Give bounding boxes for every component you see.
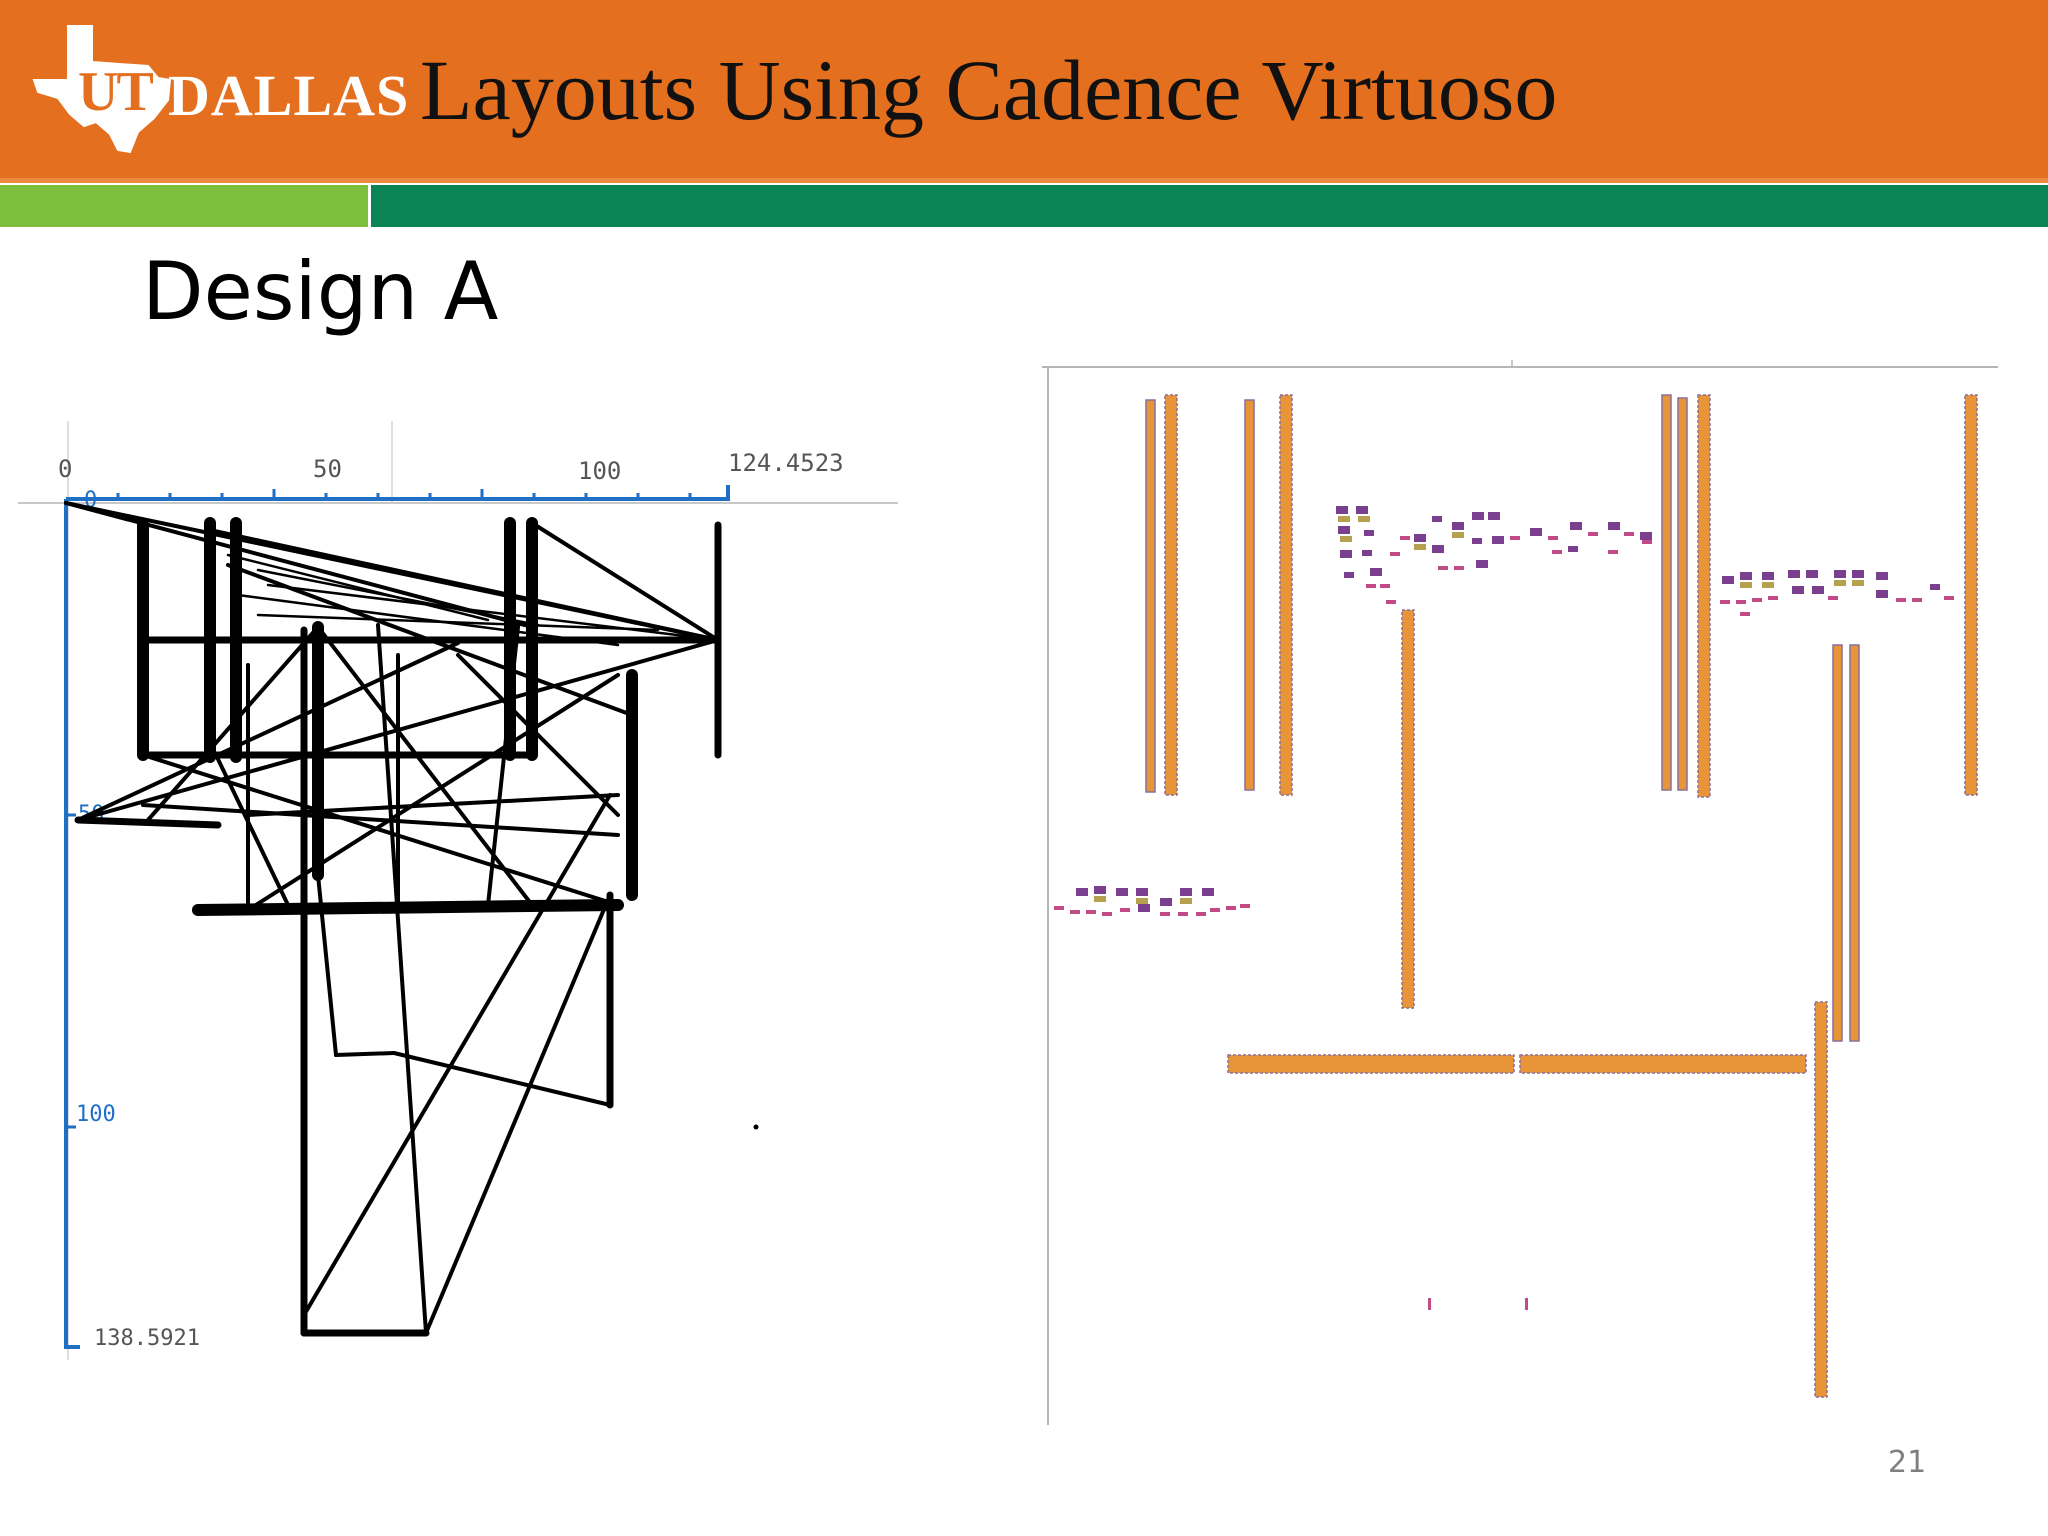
cell-cluster-left (1054, 886, 1250, 916)
routed-wires (64, 501, 722, 1337)
page-number: 21 (1888, 1445, 1927, 1480)
x-tick-label-0: 0 (58, 455, 72, 483)
slide-title: Layouts Using Cadence Virtuoso (420, 42, 1558, 138)
cell-cluster-top-middle (1336, 506, 1652, 604)
virtuoso-layout-view (1042, 360, 1998, 1425)
logo-text-ut: UT (78, 61, 154, 123)
y-tick-label-100: 100 (76, 1102, 116, 1127)
accent-band-dark (371, 185, 2048, 227)
logo-text-dallas: DALLAS (168, 63, 410, 128)
plot-minor-ticks (66, 489, 692, 1129)
ut-dallas-logo: UT DALLAS (30, 22, 408, 157)
stray-markers (1428, 1298, 1528, 1310)
slide-subtitle: Design A (142, 245, 499, 338)
x-tick-label-50: 50 (313, 455, 342, 483)
header-divider (0, 178, 2048, 183)
cell-cluster-top-right (1720, 570, 1954, 616)
routing-plot: 0 50 100 124.4523 0 50 100 138.5921 (18, 421, 898, 1360)
stray-point (753, 1124, 759, 1130)
x-tick-label-100: 100 (578, 457, 621, 485)
x-tick-label-max: 124.4523 (728, 449, 844, 477)
slide-header: UT DALLAS Layouts Using Cadence Virtuoso (0, 0, 2048, 183)
texas-star-logo-icon (32, 25, 172, 154)
accent-band-light (0, 185, 368, 227)
y-tick-label-max: 138.5921 (94, 1326, 200, 1351)
metal-traces-horizontal (1227, 1054, 1807, 1074)
metal-traces-vertical (1145, 394, 1978, 1398)
